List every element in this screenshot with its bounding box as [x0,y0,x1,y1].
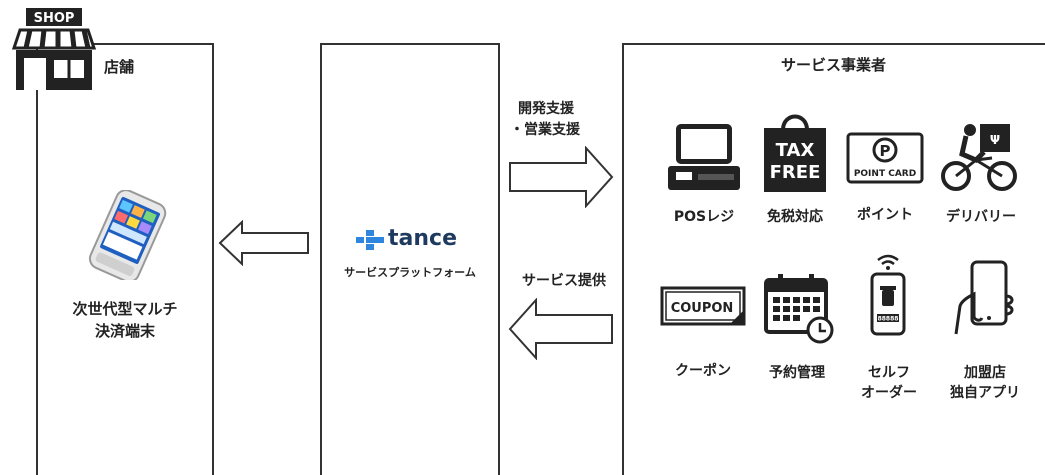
tax-free-text2: FREE [770,162,821,183]
device-label-line1: 次世代型マルチ [72,300,178,318]
provider-title: サービス事業者 [780,56,886,74]
shop-sign-text: SHOP [34,11,75,26]
tax-free-bag-icon: TAX FREE [762,108,828,194]
shop-icon: SHOP [10,8,98,92]
service-label-app-line2: 独自アプリ [950,385,1020,401]
device-label-line2: 決済端末 [94,322,155,340]
payment-terminal-icon [78,190,178,280]
service-label-reservation: 予約管理 [769,365,825,381]
calendar-clock-icon [764,272,836,344]
svg-text:Ψ: Ψ [990,133,1000,147]
coupon-icon: COUPON [660,286,746,326]
service-label-coupon: クーポン [675,363,731,379]
pos-register-icon [668,122,740,192]
service-label-point: ポイント [857,207,913,223]
service-label-self-order-line1: セルフ [868,365,910,381]
point-card-letter: P [880,142,891,160]
platform-subtitle: サービスプラットフォーム [344,266,476,279]
arrow-left-to-platform [508,298,614,360]
arrow-right-label-line2: ・営業支援 [510,122,580,138]
point-card-text: POINT CARD [854,169,916,179]
store-title: 店舗 [104,58,135,76]
platform-brand: tance [388,226,457,251]
self-order-code: 88888 [878,316,899,323]
tax-free-text1: TAX [776,140,815,161]
service-label-self-order-line2: オーダー [861,385,917,401]
store-panel [36,43,214,475]
point-card-icon: P POINT CARD [846,132,924,184]
delivery-bike-icon: Ψ [940,118,1018,194]
service-label-delivery: デリバリー [946,209,1016,225]
service-label-app-line1: 加盟店 [964,365,1006,381]
arrow-left-label: サービス提供 [522,273,606,289]
arrow-right-to-provider [508,146,614,208]
service-label-tax-free: 免税対応 [767,209,823,225]
arrow-left-to-store [218,220,310,266]
coupon-text: COUPON [671,301,734,316]
platform-panel [320,43,500,475]
provider-panel [622,43,1045,475]
self-order-phone-icon: 88888 [868,250,908,336]
arrow-right-label-line1: 開発支援 [518,101,574,117]
tance-logo-icon [356,228,386,252]
hand-phone-icon [952,260,1016,336]
service-label-pos: POSレジ [673,209,735,225]
